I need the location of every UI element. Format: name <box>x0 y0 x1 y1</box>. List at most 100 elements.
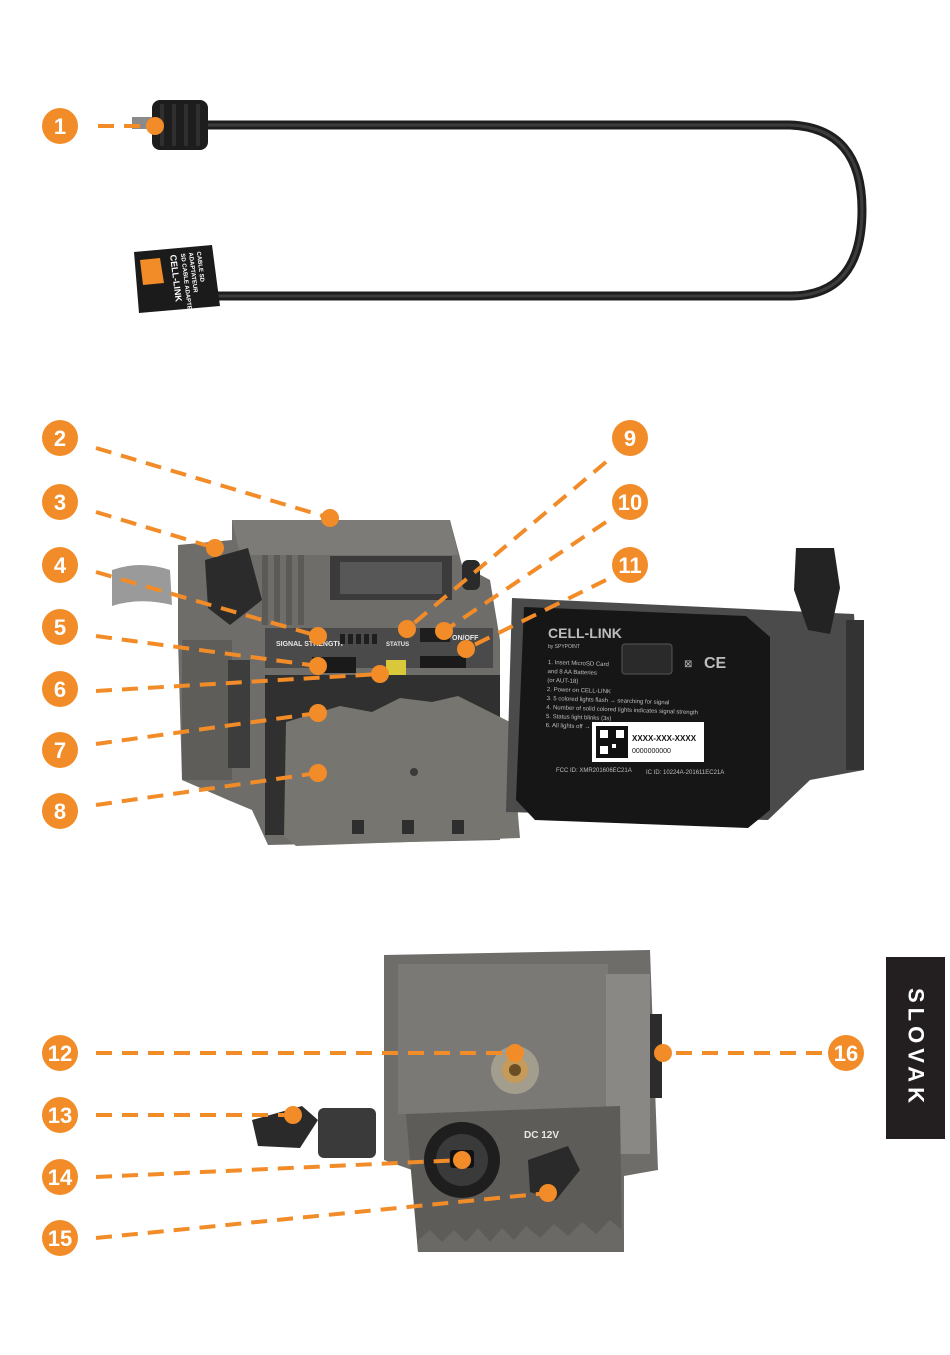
callout-number-8: 8 <box>54 799 66 824</box>
callout-number-2: 2 <box>54 426 66 451</box>
callout-line-10 <box>442 520 608 633</box>
callout-line-6 <box>95 672 381 693</box>
dc-label: DC 12V <box>524 1130 559 1141</box>
callout-target-7 <box>309 704 327 722</box>
ic-id: IC ID: 10224A-201611EC21A <box>646 770 724 776</box>
flat-cable-highlight <box>205 123 864 298</box>
panel-step-7: 5. Status light blinks (3s) <box>546 714 612 722</box>
callout-badge-12 <box>42 1035 78 1071</box>
antenna-mount <box>205 548 262 625</box>
callout-target-14 <box>453 1151 471 1169</box>
callout-target-4 <box>309 627 327 645</box>
panel-sub: by SPYPOINT <box>548 644 580 650</box>
callout-badge-14 <box>42 1159 78 1195</box>
recycle-icon: ⊠ <box>684 659 692 670</box>
panel-step-1: 1. Insert MicroSD Card <box>548 660 609 668</box>
microsd-slot[interactable] <box>420 656 466 668</box>
callout-target-2 <box>321 509 339 527</box>
callout-line-4 <box>95 570 319 638</box>
callout-number-9: 9 <box>624 426 636 451</box>
callout-target-13 <box>284 1106 302 1124</box>
callout-line-11 <box>465 578 607 651</box>
callout-line-15 <box>95 1191 549 1240</box>
callout-target-16 <box>654 1044 672 1062</box>
signal-leds <box>340 634 377 644</box>
callout-badge-8 <box>42 793 78 829</box>
callout-badge-2 <box>42 420 78 456</box>
callout-lines <box>95 117 822 1240</box>
serial-1: XXXX-XXX-XXXX <box>632 734 697 743</box>
language-tab: SLOVAK <box>886 957 945 1139</box>
callout-badge-5 <box>42 609 78 645</box>
callout-line-3 <box>95 510 216 550</box>
panel-step-4: 2. Power on CELL-LINK <box>547 687 611 695</box>
callout-target-10 <box>435 622 453 640</box>
callout-badge-11 <box>612 547 648 583</box>
base-teeth <box>418 1220 624 1252</box>
sd-card-logo <box>140 258 164 285</box>
panel-display <box>621 643 673 675</box>
device-bottom-view: DC 12V <box>252 950 662 1252</box>
panel-step-2: and 8 AA Batteries <box>547 669 597 677</box>
callout-line-5 <box>95 634 319 668</box>
callout-line-14 <box>95 1158 463 1179</box>
callout-line-9 <box>405 460 608 631</box>
antenna-cable <box>112 565 172 606</box>
callout-target-5 <box>309 657 327 675</box>
device-open-view: SIGNAL STRENGTH STATUS ON/OFF CELL-LINK <box>112 520 864 846</box>
callout-number-11: 11 <box>618 553 641 578</box>
side-ribs <box>262 555 304 625</box>
bottom-plate <box>398 964 608 1114</box>
callout-number-12: 12 <box>48 1041 72 1066</box>
callout-target-15 <box>539 1184 557 1202</box>
callout-number-15: 15 <box>48 1226 72 1251</box>
serial-2: 0000000000 <box>632 748 671 755</box>
device-top <box>232 520 458 555</box>
antenna-nut <box>318 1108 376 1158</box>
callout-badge-9 <box>612 420 648 456</box>
flat-cable <box>205 120 867 301</box>
callout-line-7 <box>95 711 319 746</box>
door-inner-panel <box>516 607 770 828</box>
sd-card: CELL-LINK SD CABLE ADAPTER ADAPTATEUR CA… <box>134 245 220 315</box>
callout-target-11 <box>457 640 475 658</box>
panel-step-6: 4. Number of solid colored lights indica… <box>546 705 698 716</box>
signal-strength-label: SIGNAL STRENGTH <box>276 641 343 648</box>
panel-step-5: 3. 5 colored lights flash → searching fo… <box>547 696 670 706</box>
callout-badge-7 <box>42 732 78 768</box>
callout-badge-10 <box>612 484 648 520</box>
callout-badge-15 <box>42 1220 78 1256</box>
callout-badge-16 <box>828 1035 864 1071</box>
callout-line-2 <box>95 446 331 520</box>
callout-target-3 <box>206 539 224 557</box>
callout-target-6 <box>371 665 389 683</box>
callout-number-7: 7 <box>54 738 66 763</box>
callout-target-1 <box>146 117 164 135</box>
callout-number-6: 6 <box>54 677 66 702</box>
callout-badge-13 <box>42 1097 78 1133</box>
callout-number-3: 3 <box>54 490 66 515</box>
cable-connector-head <box>132 100 208 150</box>
sd-line2: ADAPTATEUR <box>187 252 198 294</box>
door-clip <box>794 548 840 634</box>
callout-number-13: 13 <box>48 1103 72 1128</box>
ce-mark: CE <box>704 655 727 672</box>
callout-badge-6 <box>42 671 78 707</box>
callout-target-8 <box>309 764 327 782</box>
connector-nut <box>152 100 208 150</box>
sd-line3: CABLE SD <box>195 251 205 283</box>
callout-number-14: 14 <box>48 1165 73 1190</box>
callout-number-4: 4 <box>54 553 67 578</box>
status-label: STATUS <box>386 642 409 648</box>
battery-cover <box>284 696 520 846</box>
callout-number-16: 16 <box>834 1041 858 1066</box>
rubber-plug <box>528 1146 580 1200</box>
callout-target-9 <box>398 620 416 638</box>
panel-step-3: (or AUT-18) <box>547 678 578 685</box>
callout-badge-3 <box>42 484 78 520</box>
callout-badge-4 <box>42 547 78 583</box>
cover-screw <box>410 768 418 776</box>
fcc-id: FCC ID: XMR201606EC21A <box>556 768 632 774</box>
callout-target-12 <box>506 1044 524 1062</box>
